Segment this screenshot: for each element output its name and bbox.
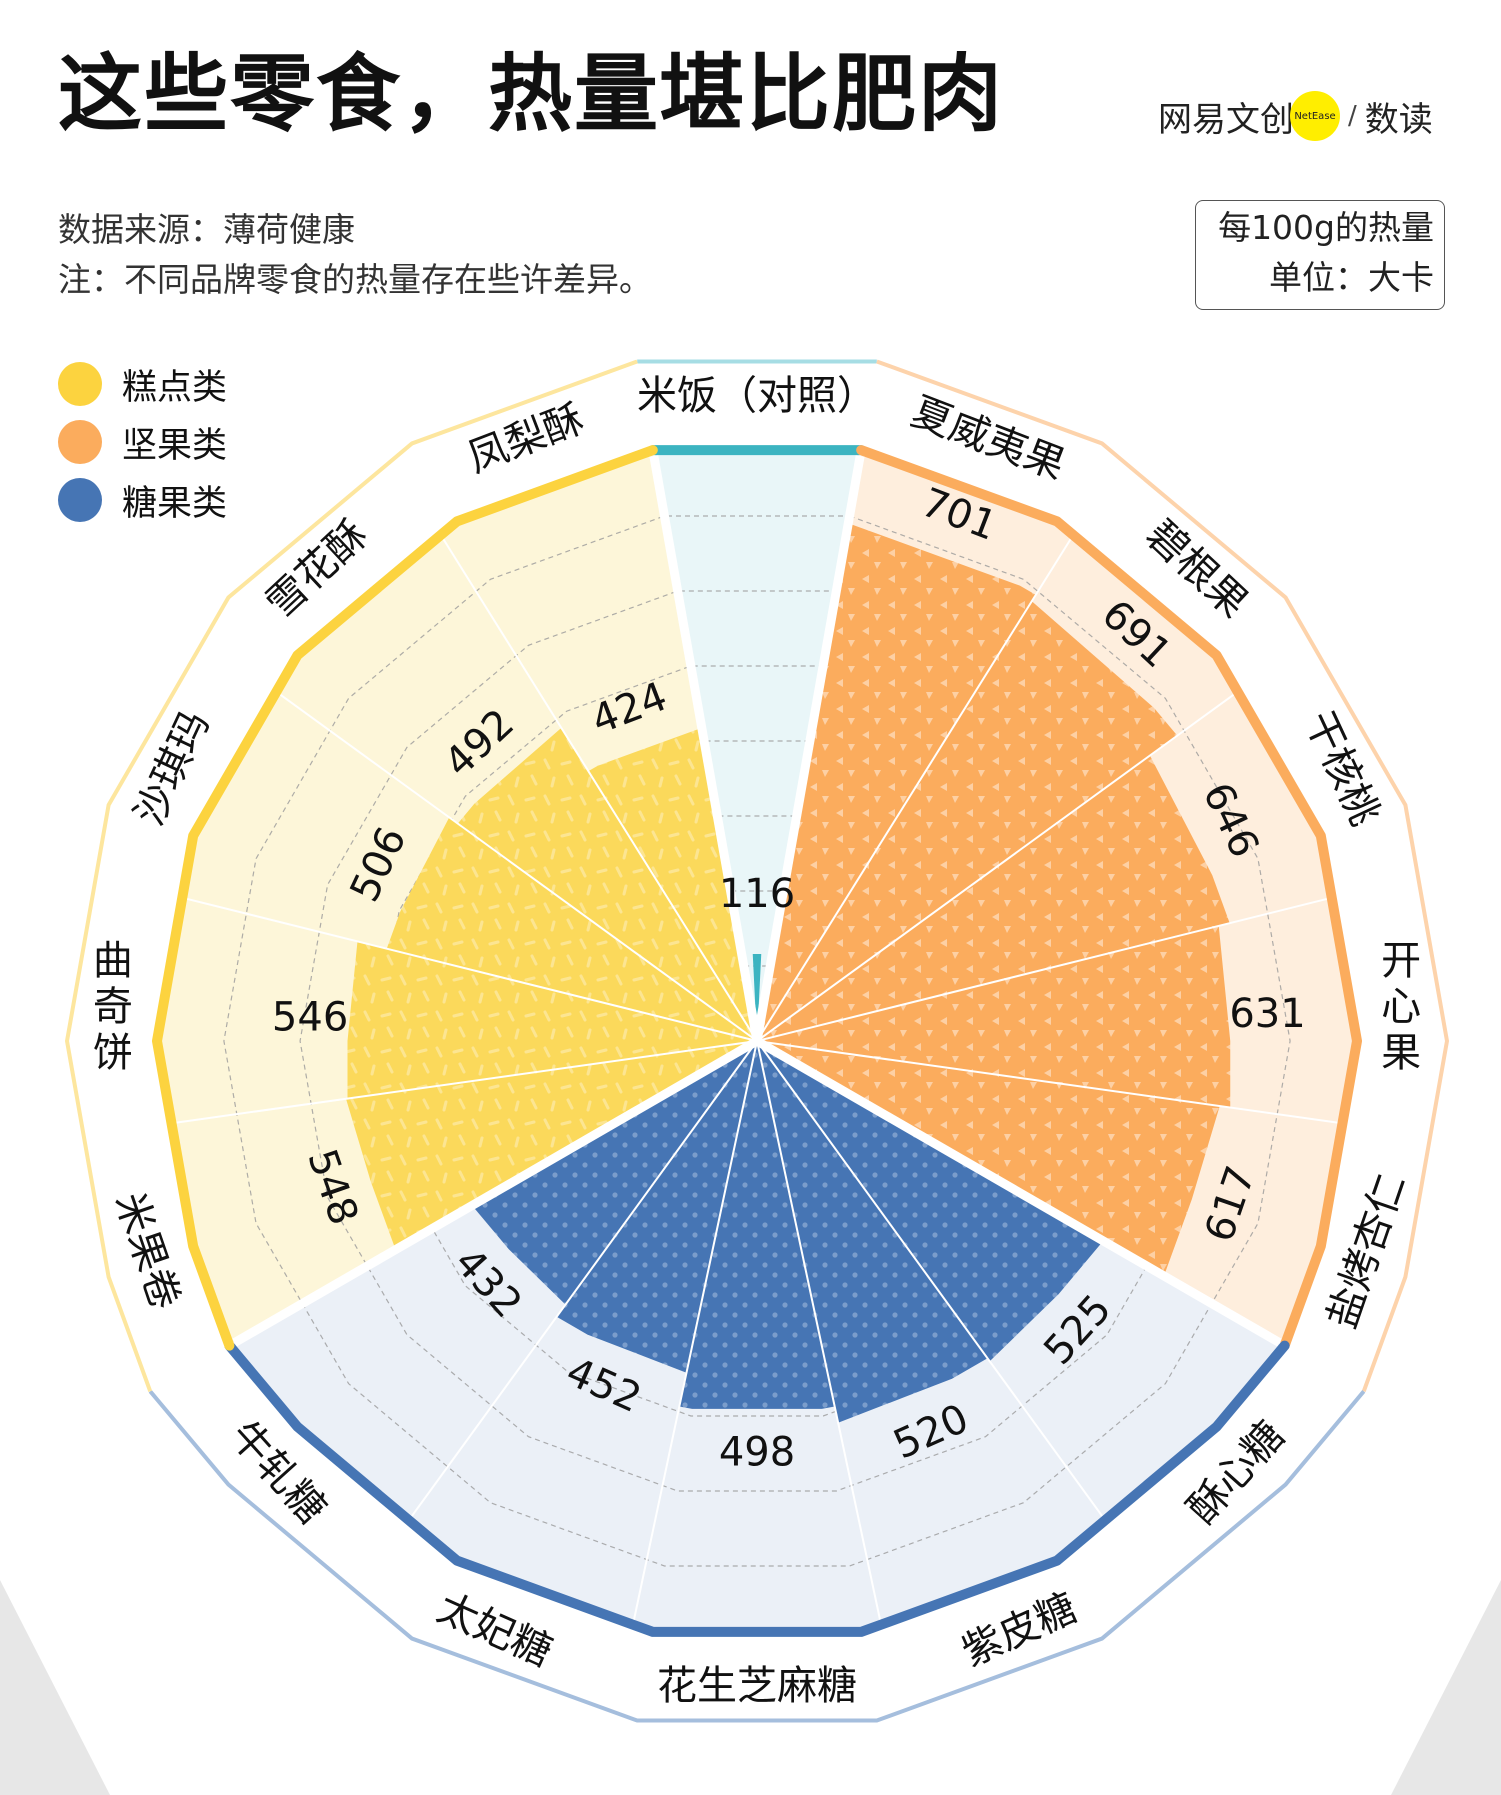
bar-pastry [347,941,757,1099]
legend-label: 糖果类 [122,483,228,524]
bar-candy [679,1041,835,1409]
bar-candy [757,1041,1104,1362]
legend-item-candy: 糖果类 [58,471,227,529]
category-label: 太妃糖 [430,1585,558,1676]
group-borders [152,445,1362,1637]
category-label: 凤梨酥 [462,396,591,482]
bar-nut [757,755,1230,1041]
source-notes: 数据来源：薄荷健康 注：不同品牌零食的热量存在些许差异。 [58,205,652,305]
bar-pastry [457,727,757,1041]
bar-nut [757,1041,1220,1276]
rice-sector-bg [652,450,862,1041]
logo-brand-text: 网易文创 [1158,99,1294,140]
background-decoration [0,1580,1501,1795]
legend: 糕点类 坚果类 糖果类 [58,355,227,529]
unit-box: 每100g的热量 单位：大卡 [1195,200,1445,310]
logo-slash: / [1348,101,1357,131]
legend-item-nut: 坚果类 [58,413,227,471]
nut-swatch-icon [58,420,102,464]
category-label: 曲奇饼 [93,938,133,1076]
value-label: 631 [1229,991,1305,1037]
page-title: 这些零食，热量堪比肥肉 [58,45,1005,143]
legend-label: 坚果类 [122,425,228,466]
bar-candy [757,1041,988,1423]
unit-line-2: 单位：大卡 [1269,258,1434,297]
bar-rice [752,954,762,1041]
logo-badge-text: NetEase [1294,110,1336,122]
bar-pastry [346,1041,757,1250]
bar-pastry [386,817,757,1041]
bar-nut [757,601,1178,1041]
value-label: 546 [272,995,348,1041]
data-source: 数据来源：薄荷健康 [58,210,355,249]
data-note: 注：不同品牌零食的热量存在些许差异。 [58,260,652,299]
value-label: 498 [719,1430,795,1476]
category-label: 开心果 [1381,938,1421,1076]
brand-logo: 网易文创 NetEase / 数读 [1158,88,1433,144]
outer-ring [64,359,1450,1723]
legend-item-pastry: 糕点类 [58,355,227,413]
category-label: 紫皮糖 [955,1585,1083,1676]
legend-label: 糕点类 [122,367,228,408]
value-label: 116 [719,871,795,917]
unit-line-1: 每100g的热量 [1218,208,1434,247]
logo-netease-badge: NetEase [1290,91,1340,141]
pastry-swatch-icon [58,362,102,406]
candy-swatch-icon [58,478,102,522]
category-label: 花生芝麻糖 [657,1663,857,1709]
category-label: 米果卷 [106,1187,189,1315]
logo-sub-text: 数读 [1364,99,1433,140]
bar-nut [757,925,1231,1108]
bar-candy [472,1041,757,1305]
category-label: 米饭（对照） [637,373,877,419]
bar-candy [556,1041,757,1373]
